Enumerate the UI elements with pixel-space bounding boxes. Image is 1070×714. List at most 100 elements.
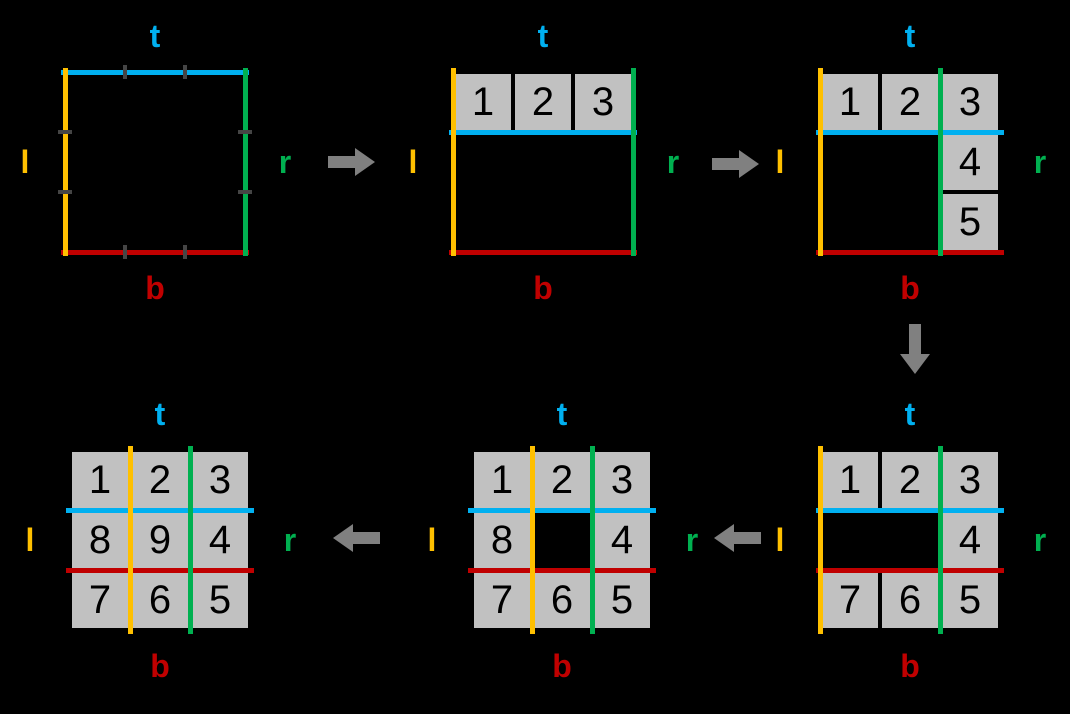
cell-number: 4 [958,140,982,184]
grid-cell: 3 [592,450,652,510]
top-pointer-label: t [556,396,568,432]
arrow-left-icon [333,524,380,552]
grid-cell-empty [880,192,940,252]
grid-cell: 7 [70,570,130,630]
grid-cell-empty [573,192,633,252]
bottom-pointer-label: b [150,648,170,684]
grid-tick [238,130,252,134]
grid-cell: 2 [880,72,940,132]
grid-cell: 6 [130,570,190,630]
grid-cell: 1 [472,450,532,510]
grid-tick [238,190,252,194]
grid-tick [58,130,72,134]
arrow-left-icon [714,524,761,552]
right-boundary-line [187,446,193,634]
cell-number: 5 [208,578,232,622]
grid-cell-empty [513,192,573,252]
grid-tick [123,65,127,79]
grid-cell: 4 [940,510,1000,570]
grid-cell: 3 [940,450,1000,510]
right-pointer-label: r [1033,143,1047,180]
grid-cell: 1 [453,72,513,132]
left-pointer-label: l [25,521,35,558]
grid-cell-empty [880,132,940,192]
grid-cell: 4 [940,132,1000,192]
grid-cell: 5 [940,570,1000,630]
grid-tick [183,245,187,259]
grid-cell-empty [65,132,125,192]
right-boundary-line [937,68,943,256]
arrow-down-icon [900,324,930,374]
left-boundary-line [529,446,535,634]
left-boundary-line [450,68,456,256]
grid-cell: 4 [190,510,250,570]
arrow-right-icon [712,150,759,178]
grid-cell-empty [532,510,592,570]
cell-number: 3 [591,80,615,124]
bottom-pointer-label: b [552,648,572,684]
grid-cell: 1 [820,450,880,510]
grid-cell-empty [820,132,880,192]
grid-tick [123,245,127,259]
cell-number: 1 [471,80,495,124]
cell-number: 2 [550,458,574,502]
cell-number: 7 [490,578,514,622]
right-pointer-label: r [685,521,699,558]
left-boundary-line [62,68,68,256]
bottom-boundary-line [61,249,249,255]
left-pointer-label: l [408,143,418,180]
left-boundary-line [817,446,823,634]
grid-cell: 6 [880,570,940,630]
grid-cell-empty [453,132,513,192]
grid-cell: 5 [190,570,250,630]
cell-number: 8 [88,518,112,562]
cell-number: 2 [531,80,555,124]
cell-number: 6 [898,578,922,622]
left-boundary-line [127,446,133,634]
grid-cell-empty [820,192,880,252]
cell-number: 2 [898,458,922,502]
left-pointer-label: l [775,143,785,180]
cell-number: 4 [610,518,634,562]
bottom-boundary-line [468,567,656,573]
top-pointer-label: t [904,396,916,432]
right-boundary-line [242,68,248,256]
left-pointer-label: l [20,143,30,180]
grid-cell: 5 [940,192,1000,252]
grid-cell: 7 [472,570,532,630]
grid-cell: 3 [190,450,250,510]
bottom-pointer-label: b [533,270,553,306]
right-pointer-label: r [278,143,292,180]
left-pointer-label: l [427,521,437,558]
cell-number: 1 [88,458,112,502]
top-pointer-label: t [537,18,549,54]
grid-cell-empty [820,510,880,570]
cell-number: 8 [490,518,514,562]
cell-number: 3 [610,458,634,502]
cell-number: 1 [838,458,862,502]
grid-cell-empty [513,132,573,192]
right-boundary-line [937,446,943,634]
left-boundary-line [817,68,823,256]
cell-number: 6 [148,578,172,622]
grid-cell-empty [185,132,245,192]
grid-cell: 4 [592,510,652,570]
cell-number: 1 [490,458,514,502]
cell-number: 5 [958,578,982,622]
bottom-pointer-label: b [900,648,920,684]
cell-number: 3 [958,80,982,124]
cell-number: 3 [208,458,232,502]
grid-cell: 2 [130,450,190,510]
cell-number: 6 [550,578,574,622]
grid-cell: 2 [513,72,573,132]
grid-cell: 1 [820,72,880,132]
grid-cell: 3 [573,72,633,132]
grid-cell-empty [573,132,633,192]
grid-cell-empty [125,72,185,132]
right-pointer-label: r [666,143,680,180]
top-pointer-label: t [904,18,916,54]
bottom-boundary-line [449,249,637,255]
